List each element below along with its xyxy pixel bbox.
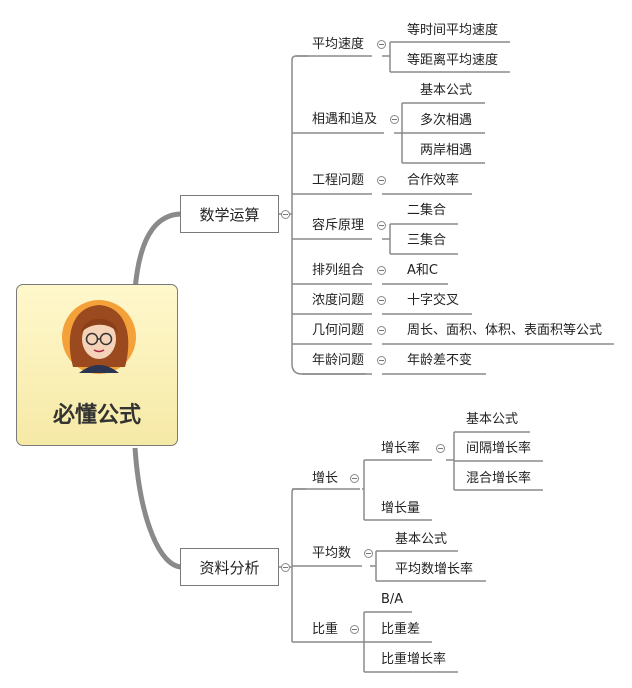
collapse-toggle-icon[interactable] bbox=[377, 326, 386, 335]
collapse-toggle-icon[interactable] bbox=[364, 549, 373, 558]
collapse-toggle-icon[interactable] bbox=[350, 625, 359, 634]
topic-average-speed[interactable]: 平均速度 bbox=[312, 37, 365, 52]
collapse-toggle-icon[interactable] bbox=[377, 176, 386, 185]
leaf-node[interactable]: 十字交叉 bbox=[407, 293, 460, 308]
topic-geometry[interactable]: 几何问题 bbox=[312, 323, 365, 338]
topic-proportion[interactable]: 比重 bbox=[312, 622, 339, 637]
leaf-node[interactable]: 二集合 bbox=[407, 203, 447, 218]
woman-avatar-icon bbox=[62, 300, 136, 374]
leaf-node[interactable]: 合作效率 bbox=[407, 173, 460, 188]
leaf-node[interactable]: 比重增长率 bbox=[381, 652, 447, 667]
branch-data-analysis[interactable]: 资料分析 bbox=[180, 548, 279, 586]
topic-age[interactable]: 年龄问题 bbox=[312, 353, 365, 368]
topic-inclusion-exclusion[interactable]: 容斥原理 bbox=[312, 218, 365, 233]
topic-meeting-chasing[interactable]: 相遇和追及 bbox=[312, 112, 378, 127]
leaf-node[interactable]: 年龄差不变 bbox=[407, 353, 473, 368]
leaf-node[interactable]: 基本公式 bbox=[466, 412, 519, 427]
collapse-toggle-icon[interactable] bbox=[377, 266, 386, 275]
topic-average[interactable]: 平均数 bbox=[312, 546, 352, 561]
leaf-node[interactable]: 周长、面积、体积、表面积等公式 bbox=[407, 323, 603, 338]
leaf-node[interactable]: B/A bbox=[381, 592, 404, 607]
topic-growth[interactable]: 增长 bbox=[312, 471, 339, 486]
collapse-toggle-icon[interactable] bbox=[377, 40, 386, 49]
leaf-node[interactable]: 等距离平均速度 bbox=[407, 53, 499, 68]
leaf-node[interactable]: 等时间平均速度 bbox=[407, 23, 499, 38]
subtopic-growth-rate[interactable]: 增长率 bbox=[381, 441, 421, 456]
topic-work-problem[interactable]: 工程问题 bbox=[312, 173, 365, 188]
collapse-toggle-icon[interactable] bbox=[377, 356, 386, 365]
subtopic-growth-amount[interactable]: 增长量 bbox=[381, 501, 421, 516]
collapse-toggle-icon[interactable] bbox=[390, 115, 399, 124]
leaf-node[interactable]: 间隔增长率 bbox=[466, 441, 532, 456]
collapse-toggle-icon[interactable] bbox=[377, 296, 386, 305]
leaf-node[interactable]: 基本公式 bbox=[395, 532, 448, 547]
branch-math[interactable]: 数学运算 bbox=[180, 195, 279, 233]
root-title: 必懂公式 bbox=[52, 403, 141, 428]
leaf-node[interactable]: 基本公式 bbox=[420, 83, 473, 98]
collapse-toggle-icon[interactable] bbox=[436, 444, 445, 453]
topic-permutation[interactable]: 排列组合 bbox=[312, 263, 365, 278]
leaf-node[interactable]: 混合增长率 bbox=[466, 471, 532, 486]
leaf-node[interactable]: 比重差 bbox=[381, 622, 421, 637]
leaf-node[interactable]: A和C bbox=[407, 263, 438, 278]
collapse-toggle-icon[interactable] bbox=[350, 474, 359, 483]
leaf-node[interactable]: 两岸相遇 bbox=[420, 143, 473, 158]
collapse-toggle-icon[interactable] bbox=[281, 210, 290, 219]
collapse-toggle-icon[interactable] bbox=[377, 221, 386, 230]
collapse-toggle-icon[interactable] bbox=[281, 563, 290, 572]
leaf-node[interactable]: 平均数增长率 bbox=[395, 562, 474, 577]
root-node[interactable]: 必懂公式 bbox=[16, 284, 178, 446]
leaf-node[interactable]: 三集合 bbox=[407, 233, 447, 248]
leaf-node[interactable]: 多次相遇 bbox=[420, 113, 473, 128]
topic-concentration[interactable]: 浓度问题 bbox=[312, 293, 365, 308]
